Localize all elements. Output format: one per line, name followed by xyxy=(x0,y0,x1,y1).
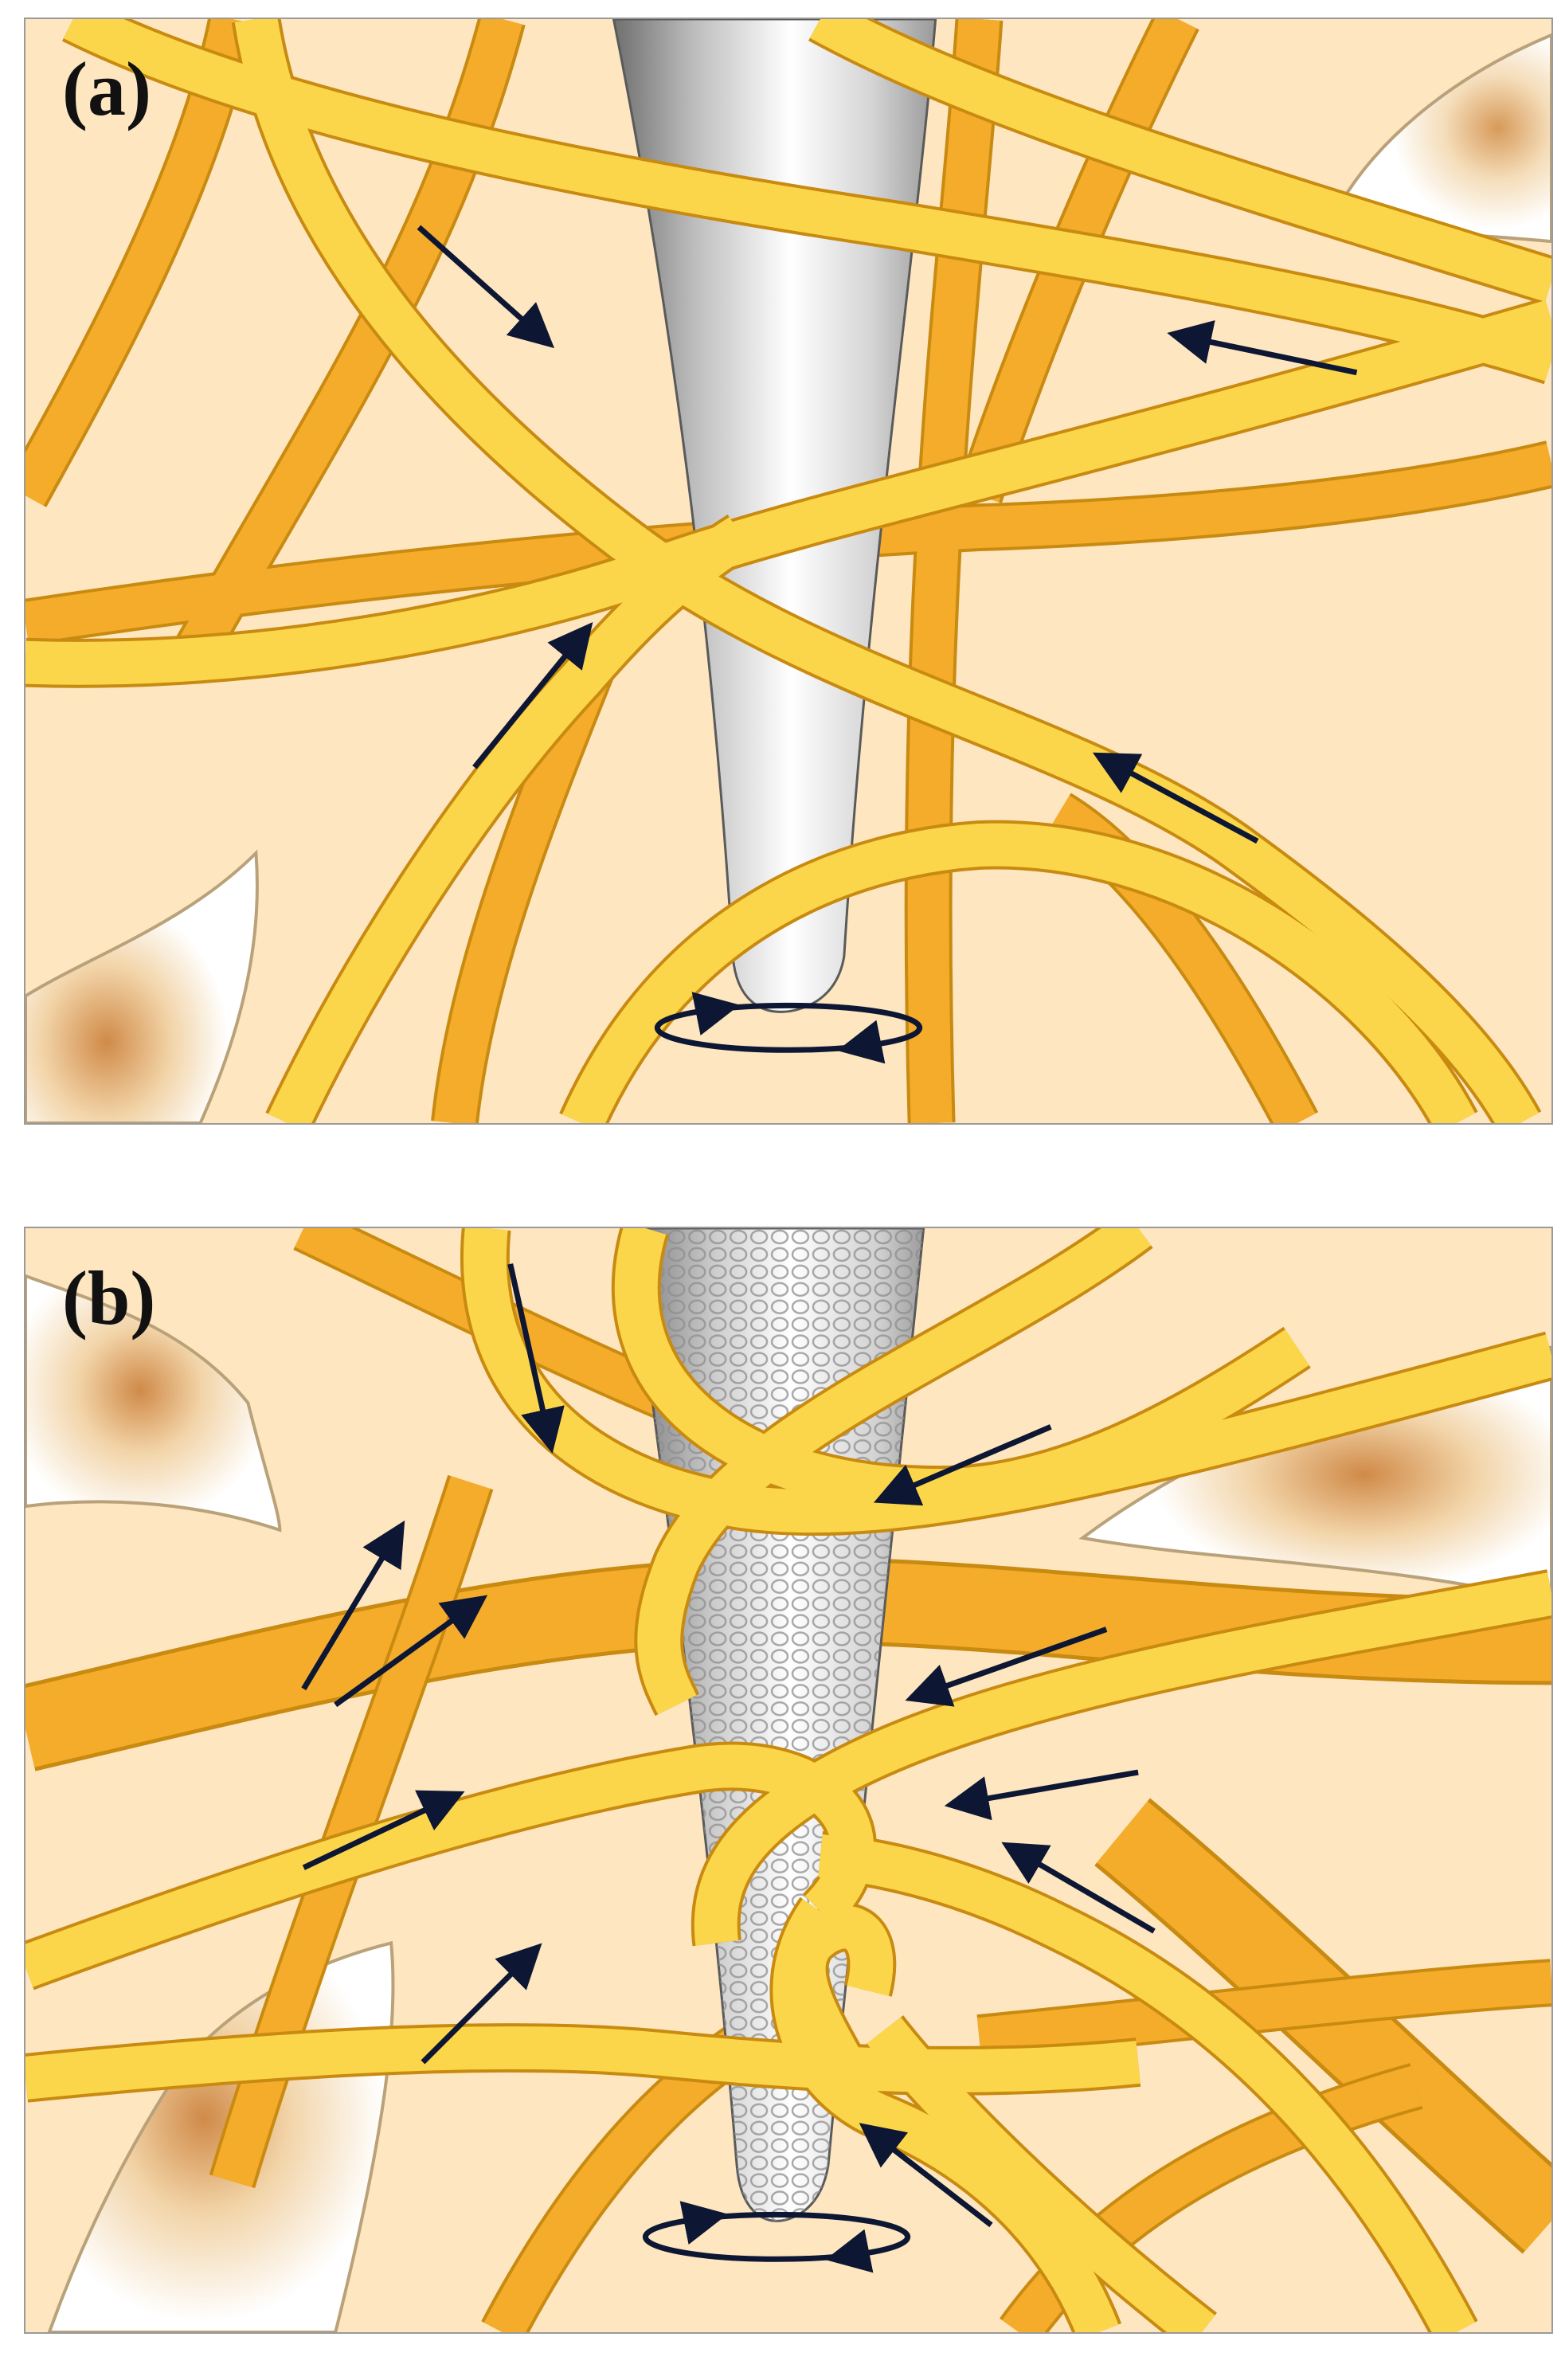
panel-a: (a) xyxy=(24,18,1553,1125)
fiber-flow-arrow-icon xyxy=(1167,320,1358,376)
rotation-arrow-icon xyxy=(654,992,923,1064)
panel-label-a: (a) xyxy=(62,46,151,131)
fiber-flow-arrow-icon xyxy=(334,1595,488,1708)
panel-b-illustration xyxy=(25,1228,1551,2332)
panel-label-b: (b) xyxy=(62,1255,156,1341)
cell-icon xyxy=(25,1274,282,1533)
fiber-flow-arrow-icon xyxy=(873,1424,1052,1506)
fiber-flow-arrow-icon xyxy=(301,1520,405,1691)
fiber-flow-arrow-icon xyxy=(859,2123,993,2228)
rotation-arrow-icon xyxy=(642,2201,911,2273)
fiber-flow-arrow-icon xyxy=(421,1943,542,2065)
fiber-flow-arrow-icon xyxy=(905,1626,1108,1707)
fiber-flow-arrow-icon xyxy=(472,621,593,769)
fiber-flow-arrow-icon xyxy=(944,1769,1139,1821)
cell-icon xyxy=(25,849,259,1123)
fiber-flow-arrow-icon xyxy=(302,1790,465,1870)
fiber-flow-arrow-icon xyxy=(417,225,555,349)
panel-a-illustration xyxy=(25,19,1551,1123)
fiber-flow-arrow-icon xyxy=(1092,752,1259,844)
panel-b: (b) xyxy=(24,1227,1553,2334)
fiber-flow-arrow-icon xyxy=(507,1263,565,1454)
fiber-flow-arrow-icon xyxy=(1001,1842,1156,1934)
